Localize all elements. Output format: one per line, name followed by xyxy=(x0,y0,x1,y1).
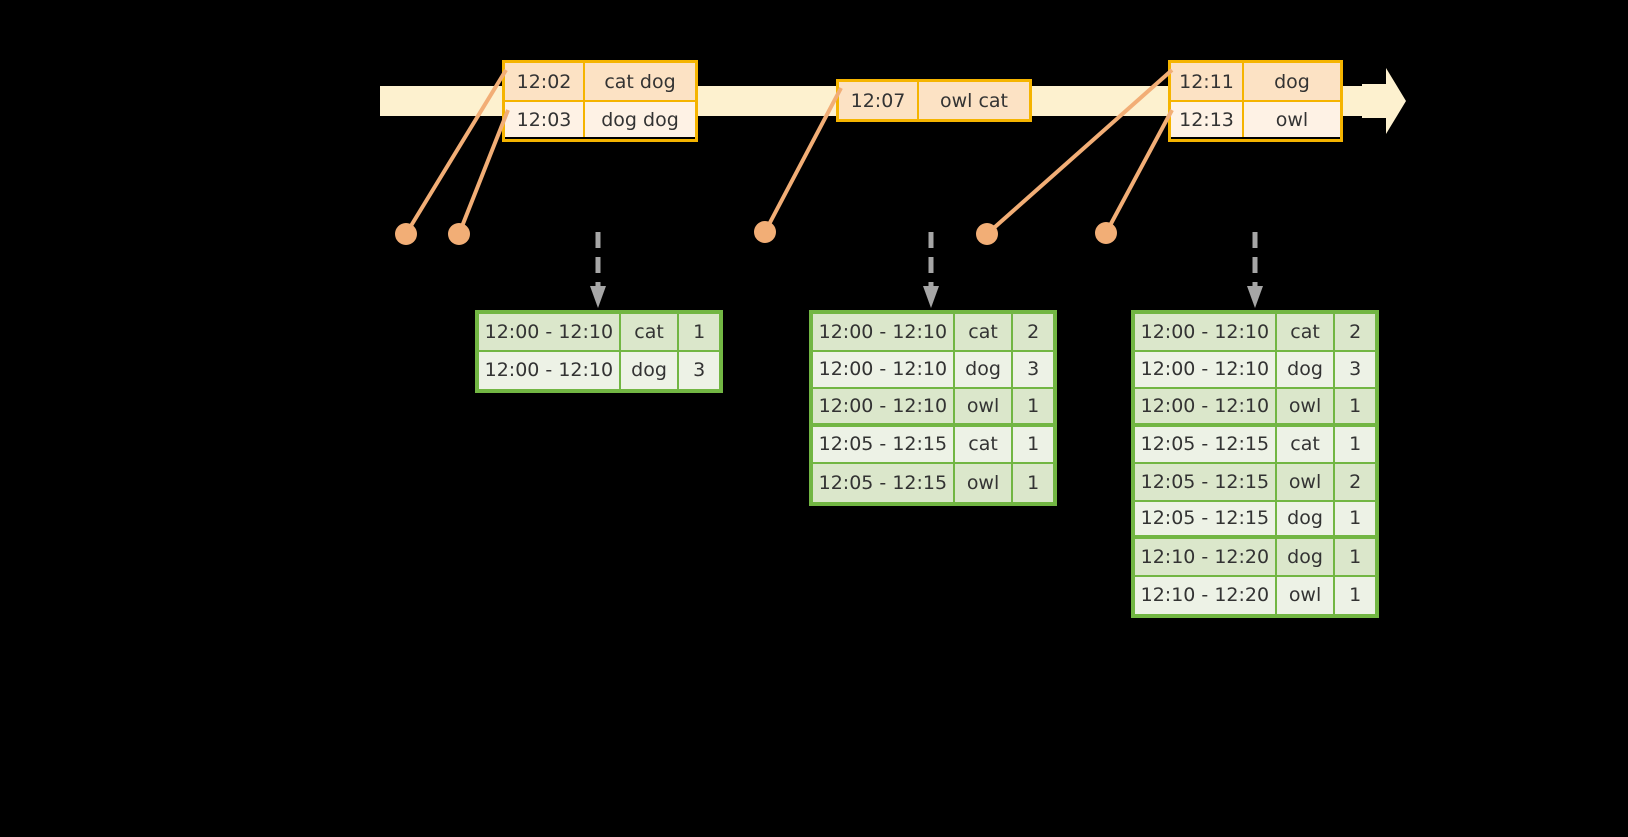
key-cell: owl xyxy=(954,464,1014,502)
count-cell: 2 xyxy=(1335,314,1375,352)
key-cell: owl xyxy=(1276,576,1336,614)
key-cell: dog xyxy=(620,351,680,389)
key-cell: owl xyxy=(1276,464,1336,502)
event-box-1: 12:02 cat dog 12:03 dog dog xyxy=(502,60,698,142)
key-cell: cat xyxy=(620,314,680,352)
window-cell: 12:05 - 12:15 xyxy=(1135,464,1277,502)
event-row: 12:07 owl cat xyxy=(839,82,1029,119)
event-words: owl xyxy=(1244,102,1340,137)
key-cell: cat xyxy=(1276,314,1336,352)
count-cell: 1 xyxy=(1335,576,1375,614)
count-cell: 1 xyxy=(1335,389,1375,427)
key-cell: owl xyxy=(954,389,1014,427)
event-row: 12:02 cat dog xyxy=(505,63,695,100)
window-cell: 12:05 - 12:15 xyxy=(1135,426,1277,464)
count-cell: 1 xyxy=(1013,464,1053,502)
window-cell: 12:00 - 12:10 xyxy=(479,314,621,352)
connector-dot xyxy=(754,221,776,243)
window-cell: 12:10 - 12:20 xyxy=(1135,576,1277,614)
event-words: owl cat xyxy=(919,82,1029,119)
down-arrow-icon-2 xyxy=(923,232,939,308)
connector-dot xyxy=(395,223,417,245)
key-cell: owl xyxy=(1276,389,1336,427)
event-box-3: 12:11 dog 12:13 owl xyxy=(1168,60,1343,142)
key-cell: dog xyxy=(1276,539,1336,577)
key-cell: cat xyxy=(954,426,1014,464)
window-cell: 12:00 - 12:10 xyxy=(479,351,621,389)
count-cell: 2 xyxy=(1013,314,1053,352)
down-arrow-icon-1 xyxy=(590,232,606,308)
event-time: 12:03 xyxy=(505,102,585,137)
down-arrow-icon-3 xyxy=(1247,232,1263,308)
event-row: 12:11 dog xyxy=(1171,63,1340,100)
count-cell: 2 xyxy=(1335,464,1375,502)
key-cell: dog xyxy=(1276,351,1336,389)
window-cell: 12:05 - 12:15 xyxy=(813,464,955,502)
event-time: 12:07 xyxy=(839,82,919,119)
count-cell: 3 xyxy=(1013,351,1053,389)
window-cell: 12:05 - 12:15 xyxy=(1135,501,1277,539)
event-words: cat dog xyxy=(585,63,695,100)
window-cell: 12:10 - 12:20 xyxy=(1135,539,1277,577)
count-cell: 3 xyxy=(1335,351,1375,389)
event-time: 12:13 xyxy=(1171,102,1244,137)
count-cell: 1 xyxy=(1013,426,1053,464)
count-cell: 3 xyxy=(679,351,719,389)
event-words: dog xyxy=(1244,63,1340,100)
key-cell: cat xyxy=(954,314,1014,352)
count-cell: 1 xyxy=(1335,501,1375,539)
event-row: 12:13 owl xyxy=(1171,100,1340,137)
count-cell: 1 xyxy=(1335,539,1375,577)
count-cell: 1 xyxy=(1013,389,1053,427)
key-cell: dog xyxy=(954,351,1014,389)
event-row: 12:03 dog dog xyxy=(505,100,695,137)
event-time: 12:11 xyxy=(1171,63,1244,100)
window-cell: 12:00 - 12:10 xyxy=(1135,314,1277,352)
key-cell: cat xyxy=(1276,426,1336,464)
event-time: 12:02 xyxy=(505,63,585,100)
connector-dot xyxy=(976,223,998,245)
timeline-arrow-icon xyxy=(1362,68,1406,134)
count-cell: 1 xyxy=(1335,426,1375,464)
window-cell: 12:00 - 12:10 xyxy=(813,314,955,352)
count-cell: 1 xyxy=(679,314,719,352)
key-cell: dog xyxy=(1276,501,1336,539)
window-cell: 12:05 - 12:15 xyxy=(813,426,955,464)
window-cell: 12:00 - 12:10 xyxy=(1135,389,1277,427)
window-cell: 12:00 - 12:10 xyxy=(813,351,955,389)
event-box-2: 12:07 owl cat xyxy=(836,79,1032,122)
connector-dot xyxy=(448,223,470,245)
connector-dot xyxy=(1095,222,1117,244)
window-cell: 12:00 - 12:10 xyxy=(1135,351,1277,389)
event-words: dog dog xyxy=(585,102,695,137)
window-cell: 12:00 - 12:10 xyxy=(813,389,955,427)
